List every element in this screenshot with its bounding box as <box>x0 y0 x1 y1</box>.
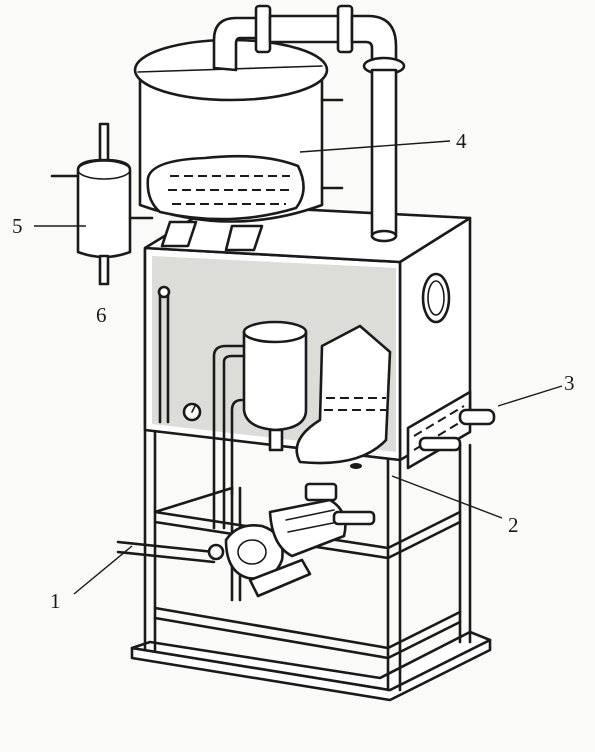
mid-rail-side <box>153 486 234 514</box>
heater-coil-2 <box>413 419 465 451</box>
condenser-body <box>76 158 132 259</box>
inner-pipe-left-edge <box>222 354 246 530</box>
inner-basket <box>146 154 305 221</box>
low-rail-edge <box>153 616 462 660</box>
pump-inlet-pipe-edge <box>116 550 216 564</box>
inner-pipe-mid <box>230 398 244 496</box>
pipe-downcomer <box>370 68 398 238</box>
motor-fin-2 <box>287 521 339 533</box>
side-condenser <box>50 122 154 286</box>
callout-1: 1 <box>50 589 61 613</box>
hopper-drain <box>350 463 362 469</box>
pipe-elbow-right <box>350 14 398 66</box>
low-rail <box>153 606 462 650</box>
tank-bracket-right <box>224 224 264 252</box>
callout-4: 4 <box>456 129 467 153</box>
heater-coil-1 <box>413 405 465 437</box>
leader-3 <box>497 385 563 407</box>
callout-3: 3 <box>564 371 575 395</box>
inner-cylinder <box>242 330 308 432</box>
pump-base <box>248 558 312 598</box>
pump-inlet-valve <box>207 543 225 561</box>
top-piping <box>212 4 406 243</box>
leader-4 <box>299 140 451 153</box>
pump-inlet-pipe <box>116 540 216 554</box>
tank-bracket-left <box>160 220 198 248</box>
sight-glass-inner <box>427 280 445 316</box>
leader-2 <box>391 475 503 519</box>
callout-2: 2 <box>508 513 519 537</box>
pressure-gauge-needle <box>191 405 196 413</box>
heater-knob <box>418 436 462 452</box>
pump-outlet-valve <box>304 482 338 502</box>
callout-5: 5 <box>12 214 23 238</box>
callout-6: 6 <box>96 303 107 327</box>
downcomer-foot <box>370 229 398 243</box>
support-frame <box>130 248 492 702</box>
cylinder-outlet <box>268 428 284 452</box>
hopper <box>295 324 392 465</box>
motor-fin-1 <box>285 509 335 521</box>
pump-eye <box>237 539 267 565</box>
inner-pipe-left <box>212 344 246 530</box>
inner-cylinder-top <box>242 320 308 344</box>
inner-vessels <box>157 285 392 530</box>
level-gauge-cap <box>157 285 171 299</box>
leader-1 <box>73 545 133 595</box>
pump-side-fitting <box>332 510 376 526</box>
condenser-cap <box>77 160 131 180</box>
condenser-top-nozzle <box>98 122 110 166</box>
condenser-drain <box>98 254 110 286</box>
flange-right <box>336 4 354 54</box>
flange-left <box>254 4 272 54</box>
pump-volute <box>224 524 284 580</box>
heater-rod <box>458 408 496 426</box>
pipe-horizontal <box>268 14 342 44</box>
heater-panel <box>406 390 496 470</box>
pump-assembly <box>116 482 376 598</box>
